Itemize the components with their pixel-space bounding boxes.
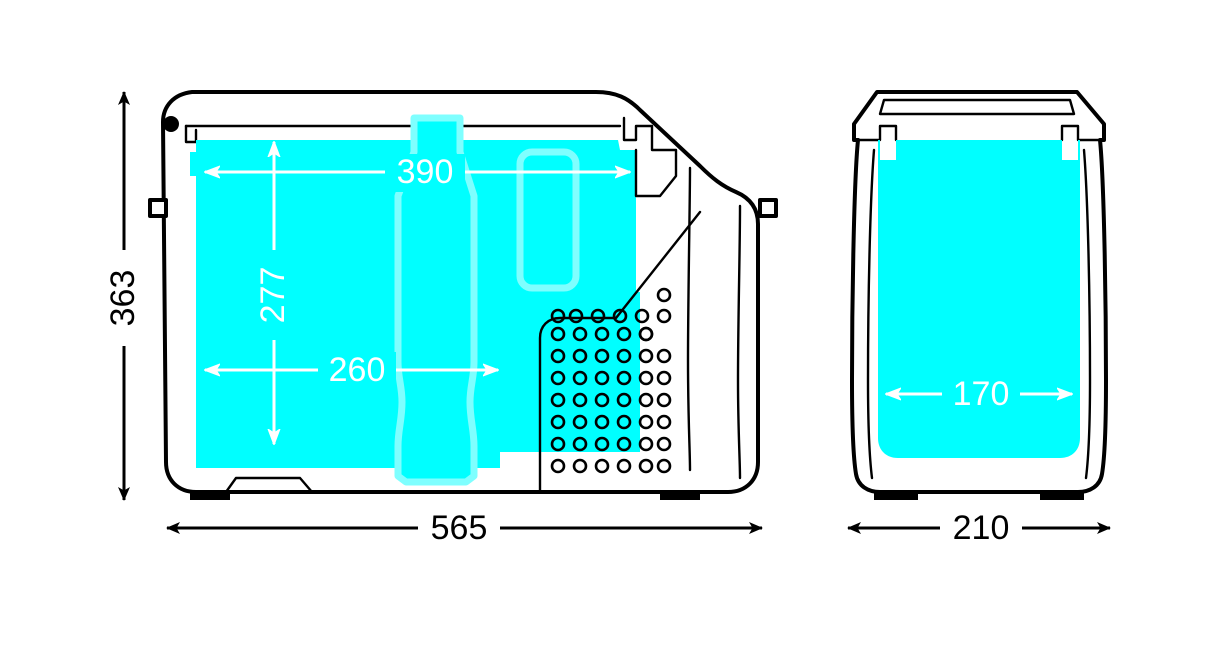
latch-tab-right [758, 198, 778, 218]
dimension-210-label: 210 [953, 509, 1010, 547]
can-silhouette [516, 148, 580, 292]
handle-side-curve [736, 204, 742, 480]
bottle-silhouette [394, 114, 478, 486]
latch-tab-left [148, 198, 168, 218]
side-section-view: 363 390 277 260 [104, 90, 778, 548]
hinge-pin-icon [163, 116, 179, 132]
dimension-260: 260 [205, 351, 498, 390]
front-end-view: 170 210 [847, 90, 1111, 548]
vent-grille [550, 287, 672, 474]
foot-left-side-view [190, 490, 230, 500]
handle-contour-detail [622, 116, 678, 198]
front-interior-volume-cyan [878, 140, 1080, 458]
compressor-compartment-outline [538, 210, 702, 494]
dimension-363-label: 363 [104, 270, 142, 327]
dimension-363: 363 [104, 91, 142, 501]
foot-right-side-view [660, 490, 700, 500]
dimension-170: 170 [886, 375, 1072, 414]
dimension-390-label: 390 [397, 153, 454, 191]
lid-shoulder-left [856, 124, 898, 142]
foot-left-front-view [874, 490, 918, 500]
lid-shoulder-right [1060, 124, 1102, 142]
dimension-170-label: 170 [953, 375, 1010, 413]
dimension-260-label: 260 [329, 351, 386, 389]
dimension-277: 277 [254, 142, 294, 444]
inner-wall-left [866, 148, 876, 480]
dimension-210: 210 [847, 508, 1111, 548]
dimension-565-label: 565 [431, 509, 488, 547]
lid-band [878, 98, 1076, 116]
lid-rim-left-return [184, 124, 198, 144]
foot-right-front-view [1040, 490, 1084, 500]
inner-wall-right [1082, 148, 1092, 480]
handle-inner-curve [686, 166, 692, 472]
dimension-565: 565 [166, 508, 763, 548]
dimension-277-label: 277 [254, 267, 292, 324]
